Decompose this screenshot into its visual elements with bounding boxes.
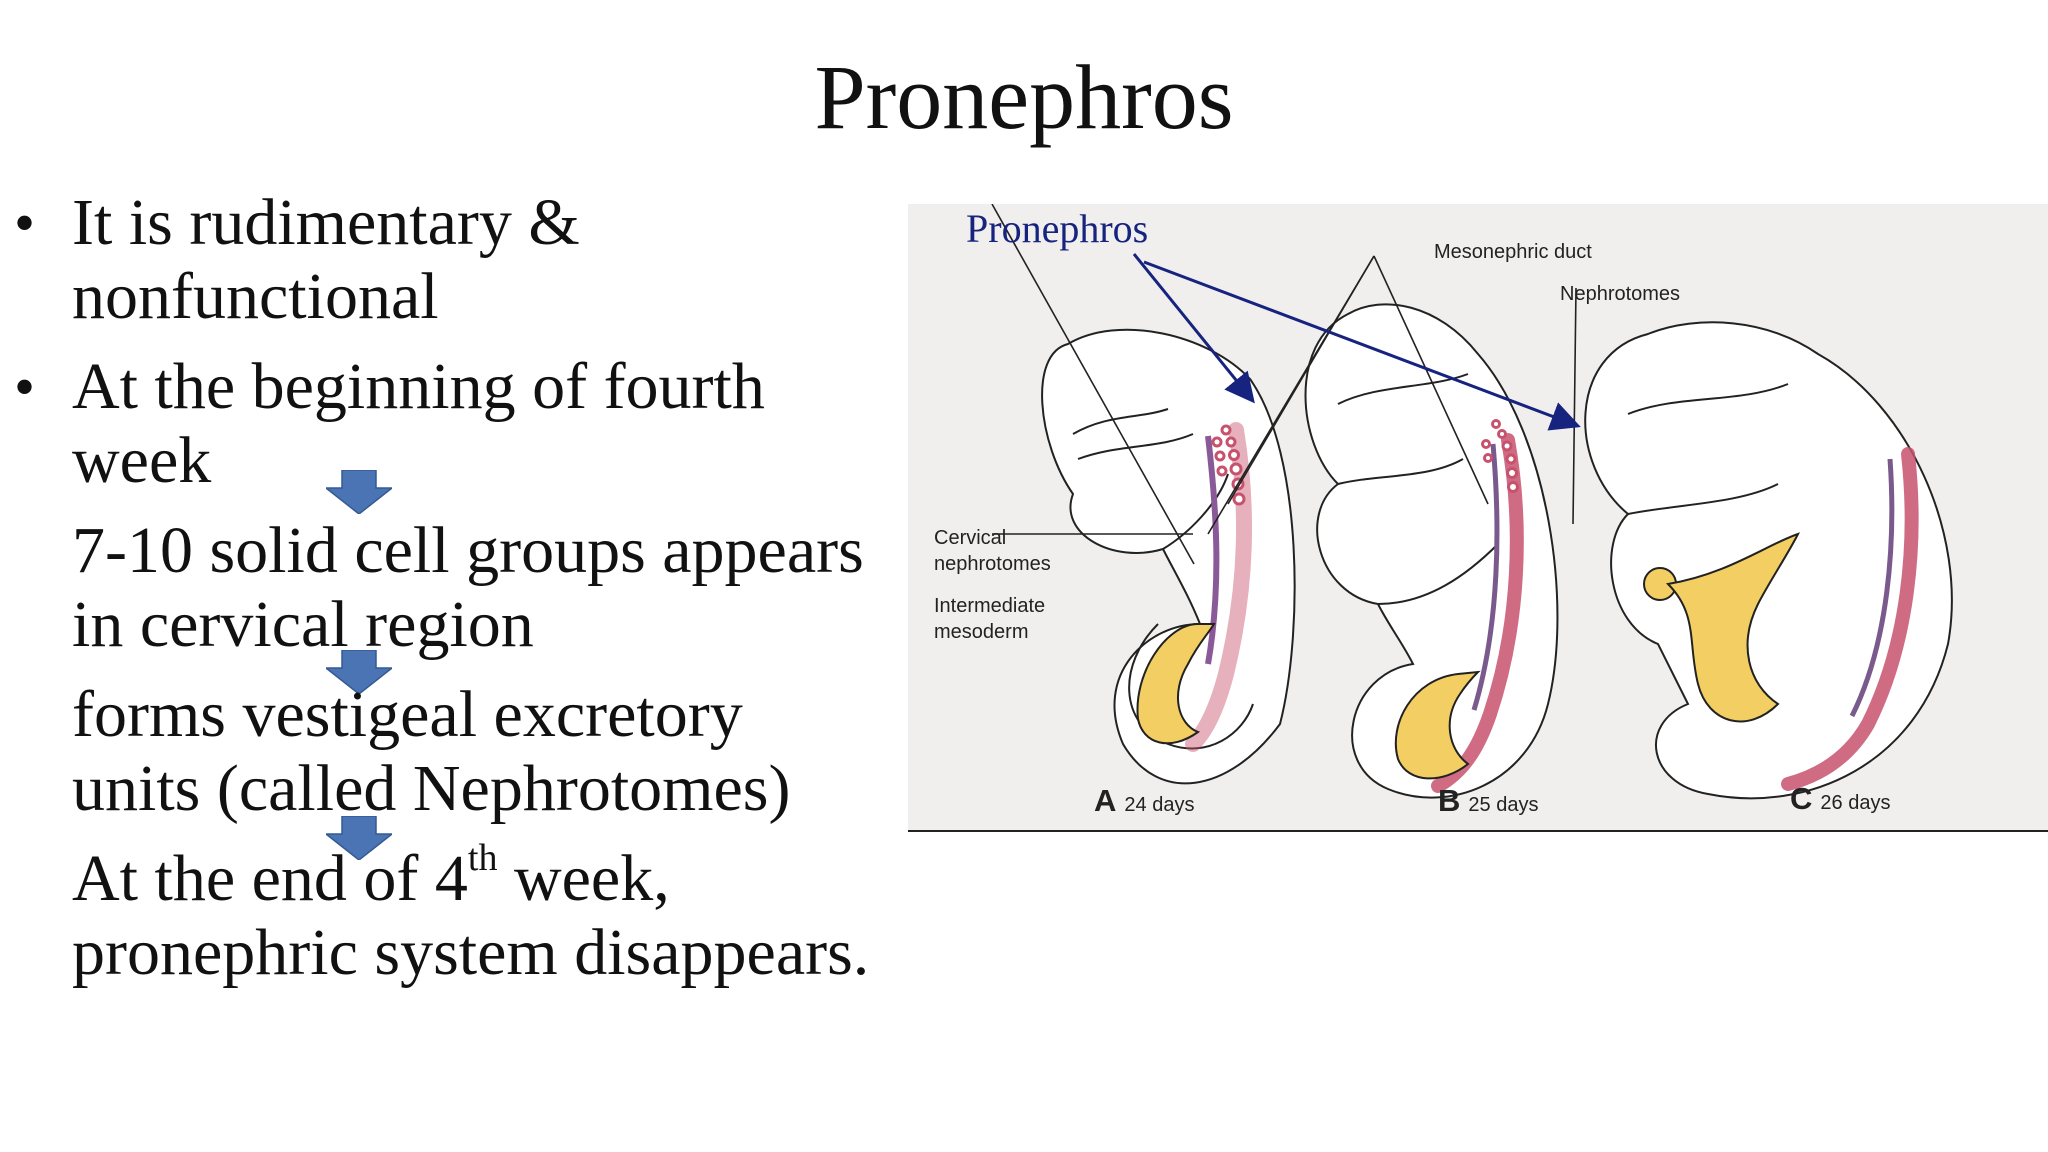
intermediate-mesoderm-label-2: mesoderm	[934, 621, 1029, 643]
bullet-1-line-2: nonfunctional	[72, 260, 439, 333]
step-1-line-1: 7-10 solid cell groups appears	[72, 514, 864, 587]
step-3-text-pre: At the end of 4	[72, 842, 468, 915]
cervical-nephrotomes-label-2: nephrotomes	[934, 553, 1051, 575]
step-3-line-1: At the end of 4th week,	[72, 839, 670, 916]
panel-c-caption: C 26 days	[1790, 782, 1890, 822]
step-3-text-post: week,	[497, 842, 670, 915]
step-2-line-2: units (called Nephrotomes)	[72, 752, 791, 825]
embryo-b-structures	[1394, 419, 1524, 793]
cervical-nephrotomes-label-1: Cervical	[934, 527, 1007, 549]
label-leader-lines	[991, 204, 1577, 565]
panel-letter: B	[1438, 783, 1461, 818]
panel-b-caption: B 25 days	[1438, 784, 1538, 824]
down-arrow-icon	[326, 650, 392, 694]
bullet-2-line-2: week	[72, 424, 212, 497]
step-3-line-2: pronephric system disappears.	[72, 916, 870, 989]
bullet-2-line-1: At the beginning of fourth	[72, 350, 765, 423]
step-3-superscript: th	[467, 837, 498, 879]
intermediate-mesoderm-label-1: Intermediate	[934, 595, 1046, 617]
nephrotomes-label: Nephrotomes	[1560, 283, 1681, 305]
bullet-dot: •	[14, 190, 36, 256]
embryo-a-structures	[1136, 422, 1253, 752]
panel-days: 26 days	[1820, 792, 1891, 814]
pronephros-embryo-figure: Pronephros Mesonephric duct Nephrotomes …	[908, 204, 2048, 832]
mesonephric-duct-label: Mesonephric duct	[1434, 241, 1592, 263]
step-2-line-1: forms vestigeal excretory	[72, 678, 743, 751]
bullet-dot: •	[14, 354, 36, 420]
down-arrow-icon	[326, 816, 392, 860]
panel-letter: C	[1790, 781, 1813, 816]
slide-title: Pronephros	[814, 46, 1234, 148]
panel-days: 25 days	[1468, 794, 1539, 816]
pronephros-pointer-arrows	[1132, 253, 1581, 431]
step-1-line-2: in cervical region	[72, 588, 534, 661]
panel-days: 24 days	[1124, 794, 1195, 816]
down-arrow-icon	[326, 470, 392, 514]
embryo-c-structures	[1665, 447, 1919, 791]
embryo-illustrations	[991, 204, 1953, 800]
pronephros-label: Pronephros	[966, 206, 1149, 251]
panel-letter: A	[1094, 783, 1117, 818]
bullet-1-line-1: It is rudimentary &	[72, 186, 580, 259]
panel-a-caption: A 24 days	[1094, 784, 1194, 824]
